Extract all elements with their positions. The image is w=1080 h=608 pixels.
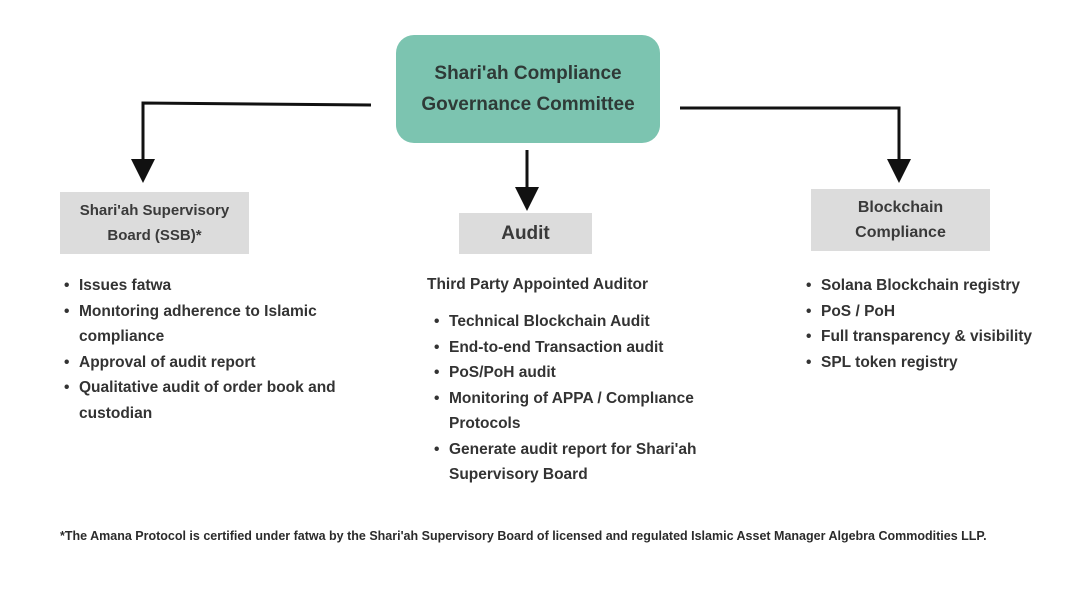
audit-subtitle: Third Party Appointed Auditor: [427, 276, 649, 293]
list-item: Qualitative audit of order book and cust…: [64, 375, 339, 426]
audit-box: Audit: [459, 213, 592, 254]
blockchain-responsibilities-list: Solana Blockchain registry PoS / PoH Ful…: [802, 273, 1080, 375]
ssb-box: Shari'ah Supervisory Board (SSB)*: [60, 192, 249, 254]
list-item: Full transparency & visibility: [806, 324, 1080, 350]
list-item: PoS / PoH: [806, 299, 1080, 325]
list-item: Approval of audit report: [64, 350, 339, 376]
ssb-title-line2: Board (SSB)*: [107, 227, 202, 244]
list-item: Issues fatwa: [64, 273, 339, 299]
list-item: Monıtoring adherence to Islamic complian…: [64, 299, 339, 350]
chain-title-line1: Blockchain: [857, 199, 944, 216]
governance-committee-box: Shari'ah Compliance Governance Committee: [396, 35, 660, 143]
chain-title-line2: Compliance: [855, 224, 946, 241]
list-item: End-to-end Transaction audit: [434, 335, 709, 361]
ssb-responsibilities-list: Issues fatwa Monıtoring adherence to Isl…: [60, 273, 339, 426]
governance-committee-title-line1: Shari'ah Compliance: [434, 63, 622, 84]
arrow-to-ssb: [131, 101, 372, 183]
list-item: Generate audit report for Shari'ah Super…: [434, 437, 709, 488]
list-item: Technical Blockchain Audit: [434, 309, 709, 335]
footnote: *The Amana Protocol is certified under f…: [60, 529, 987, 543]
arrow-to-chain: [680, 106, 911, 183]
list-item: PoS/PoH audit: [434, 360, 709, 386]
list-item: Monitoring of APPA / Complıance Protocol…: [434, 386, 709, 437]
ssb-title-line1: Shari'ah Supervisory: [79, 202, 230, 219]
list-item: SPL token registry: [806, 350, 1080, 376]
audit-title: Audit: [501, 222, 550, 244]
blockchain-compliance-box: Blockchain Compliance: [811, 189, 990, 251]
governance-committee-title-line2: Governance Committee: [421, 94, 635, 115]
list-item: Solana Blockchain registry: [806, 273, 1080, 299]
audit-responsibilities-list: Technical Blockchain Audit End-to-end Tr…: [430, 309, 709, 488]
